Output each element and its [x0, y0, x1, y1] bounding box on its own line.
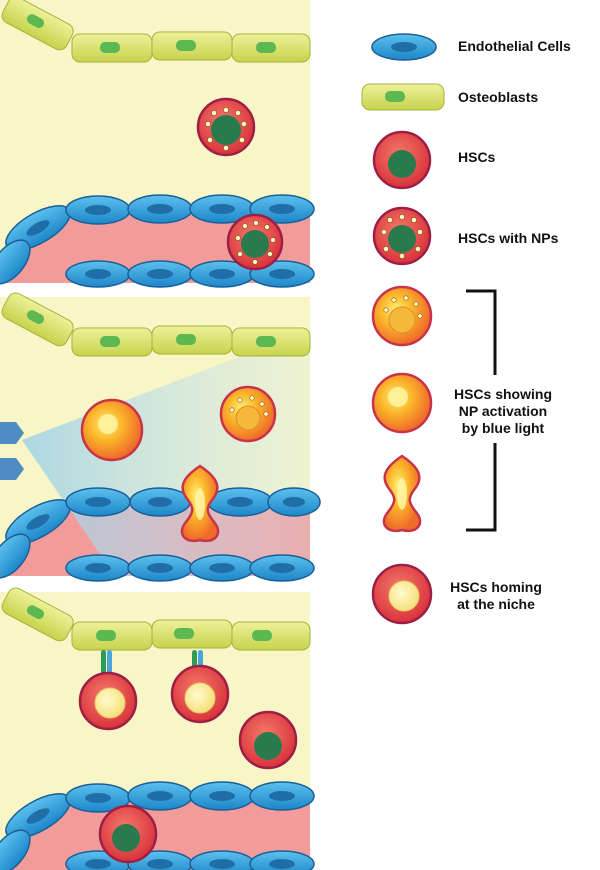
hsc-activated-nps	[219, 385, 277, 443]
endothelial-row-top	[5, 194, 315, 251]
legend-label-endothelial: Endothelial Cells	[458, 38, 571, 54]
panel-1	[0, 0, 315, 288]
endothelial-row-top	[5, 781, 315, 839]
hsc-with-nps-vessel	[226, 213, 284, 271]
blue-light-source-icon	[0, 422, 24, 480]
hsc-with-nps	[196, 97, 256, 157]
legend-label-activation-line: NP activation	[458, 403, 548, 419]
hsc-activated	[80, 398, 144, 462]
panel-3	[0, 587, 315, 870]
endothelial-cell-icon	[371, 33, 437, 61]
legend-label-homing-line: HSCs homing	[450, 579, 542, 595]
osteoblast-row	[1, 587, 311, 651]
legend	[361, 33, 497, 625]
legend-label-homing: HSCs homing at the niche	[440, 579, 552, 613]
osteoblast-row	[1, 0, 311, 63]
hsc-in-vessel	[98, 804, 158, 864]
hsc-with-nps-icon	[372, 206, 432, 266]
hsc-icon	[372, 130, 432, 190]
hsc-transmigrating-icon	[382, 454, 422, 533]
hsc-transmigrating	[180, 464, 220, 543]
endothelial-row-top	[5, 487, 321, 545]
legend-label-hscs-nps: HSCs with NPs	[458, 230, 559, 246]
hsc	[238, 710, 298, 770]
legend-label-homing-line: at the niche	[457, 596, 535, 612]
hsc-homing	[78, 671, 138, 731]
adhesion-molecule	[101, 650, 112, 674]
hsc-homing	[170, 664, 230, 724]
panel-2	[0, 292, 321, 582]
osteoblast-row	[1, 292, 311, 357]
legend-label-activation-line: HSCs showing	[453, 386, 552, 402]
osteoblast-icon	[361, 83, 445, 111]
legend-label-activation: HSCs showing NP activation by blue light	[447, 386, 559, 437]
endothelial-row-bottom	[0, 533, 315, 582]
legend-label-activation-line: by blue light	[461, 420, 545, 436]
bracket	[466, 289, 497, 532]
legend-label-osteoblasts: Osteoblasts	[458, 89, 539, 105]
hsc-homing-icon	[371, 563, 433, 625]
hsc-activated-nps-icon	[371, 285, 433, 347]
hsc-activated-icon	[371, 372, 433, 434]
legend-label-hscs: HSCs	[458, 149, 496, 165]
